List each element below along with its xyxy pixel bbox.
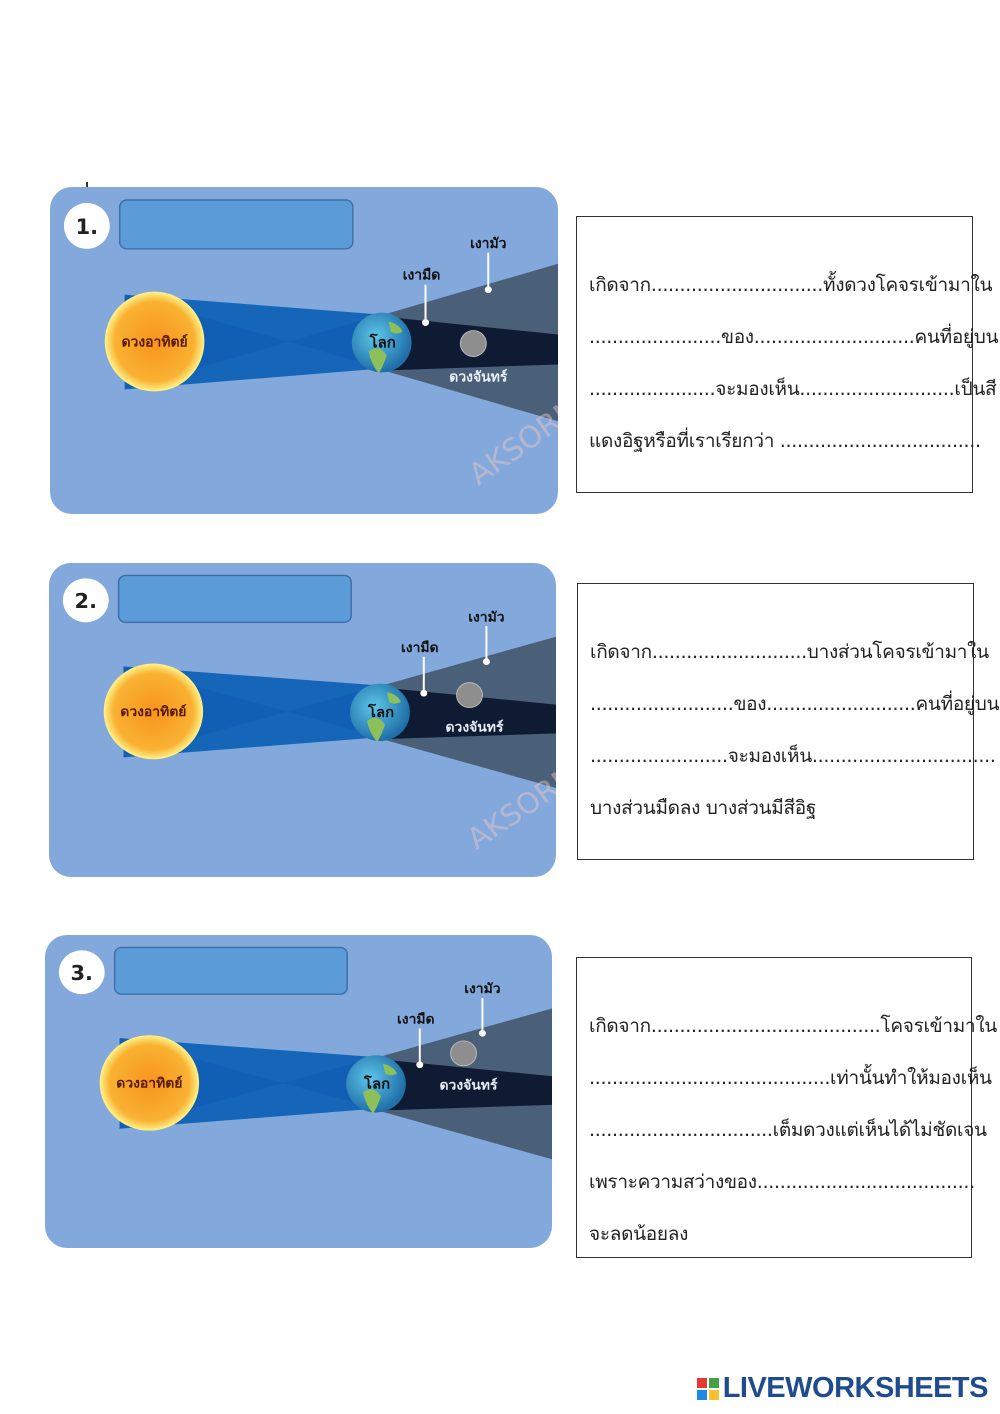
logo-text: LIVEWORKSHEETS [722,1372,989,1404]
fill-in-box-2: เกิดจาก...........................บางส่ว… [577,583,1000,860]
answer-title-box[interactable] [113,946,348,995]
fill-in-line[interactable]: แดงอิฐหรือที่เราเรียกว่า ...............… [589,430,981,452]
penumbra-pointer-dot [482,658,490,665]
fill-in-line[interactable]: เกิดจาก.................................… [589,1015,997,1037]
penumbra-pointer-dot [478,1029,486,1037]
fill-in-line[interactable]: ......................จะมองเห็น.........… [589,378,997,400]
fill-in-line[interactable]: เกิดจาก...........................บางส่ว… [590,641,989,663]
umbra-label: เงามืด [401,640,439,656]
panel-number: 3. [71,961,93,985]
earth-land [368,321,403,374]
logo-icon [696,1377,719,1400]
moon-label: ดวงจันทร์ [449,368,508,385]
moon-label: ดวงจันทร์ [440,1077,499,1094]
fill-in-line[interactable]: เพราะความสว่างของ.......................… [589,1171,975,1193]
fill-in-line[interactable]: ........................................… [589,1067,992,1089]
umbra-pointer-dot [420,689,428,697]
sun-label: ดวงอาทิตย์ [116,1075,182,1092]
fill-in-line[interactable]: .......................ของ..............… [589,326,999,348]
moon-icon [450,1040,477,1067]
fill-in-line[interactable]: จะลดน้อยลง [589,1223,689,1245]
umbra-label: เงามืด [397,1012,435,1028]
umbra-pointer-dot [422,319,430,327]
fill-in-line[interactable]: เกิดจาก..............................ทั้… [589,274,993,296]
earth-label: โลก [367,703,394,721]
sun-icon [99,1035,200,1131]
fill-in-box-1: เกิดจาก..............................ทั้… [576,216,999,493]
moon-icon [456,682,483,709]
fill-in-line[interactable]: ................................เต็มดวงแ… [589,1119,987,1141]
sun-label: ดวงอาทิตย์ [121,334,187,351]
earth-land [367,692,401,743]
umbra-pointer-dot [416,1061,424,1069]
fill-in-line[interactable]: .........................ของ............… [590,693,1000,715]
answer-title-box[interactable] [118,199,354,250]
umbra-label: เงามืด [403,268,441,284]
penumbra-pointer-dot [484,286,492,294]
answer-title-box[interactable] [117,574,352,624]
moon-icon [459,330,487,357]
panel-number: 2. [75,589,97,613]
eclipse-diagram-2: ดวงอาทิตย์ โลก เงามืด เงามัว ดวงจันทร์ A… [49,563,556,877]
earth-label: โลก [369,333,396,352]
earth-label: โลก [363,1075,390,1093]
sun-icon [103,663,204,760]
sun-label: ดวงอาทิตย์ [120,703,186,720]
fill-in-box-3: เกิดจาก.................................… [576,957,997,1258]
liveworksheets-logo: LIVEWORKSHEETS [696,1372,989,1405]
number-badge [58,950,105,995]
penumbra-label: เงามัว [464,981,500,997]
moon-label: ดวงจันทร์ [446,719,505,736]
fill-in-line[interactable]: บางส่วนมืดลง บางส่วนมีสีอิฐ [590,797,817,819]
umbra-region [382,687,556,740]
eclipse-diagram-1: ดวงอาทิตย์ โลก เงามืด เงามัว ดวงจันทร์ A… [50,187,558,514]
panel-number: 1. [76,215,98,239]
fill-in-line[interactable]: ........................จะมองเห็น.......… [590,745,996,767]
penumbra-label: เงามัว [468,610,504,626]
eclipse-diagram-3: ดวงอาทิตย์ โลก เงามืด เงามัว ดวงจันทร์ 3… [45,935,552,1248]
stray-mark [86,182,88,188]
number-badge [63,202,110,249]
penumbra-label: เงามัว [470,236,507,252]
umbra-region [378,1059,552,1111]
sun-icon [104,291,205,392]
earth-land [363,1063,397,1114]
number-badge [62,578,109,623]
